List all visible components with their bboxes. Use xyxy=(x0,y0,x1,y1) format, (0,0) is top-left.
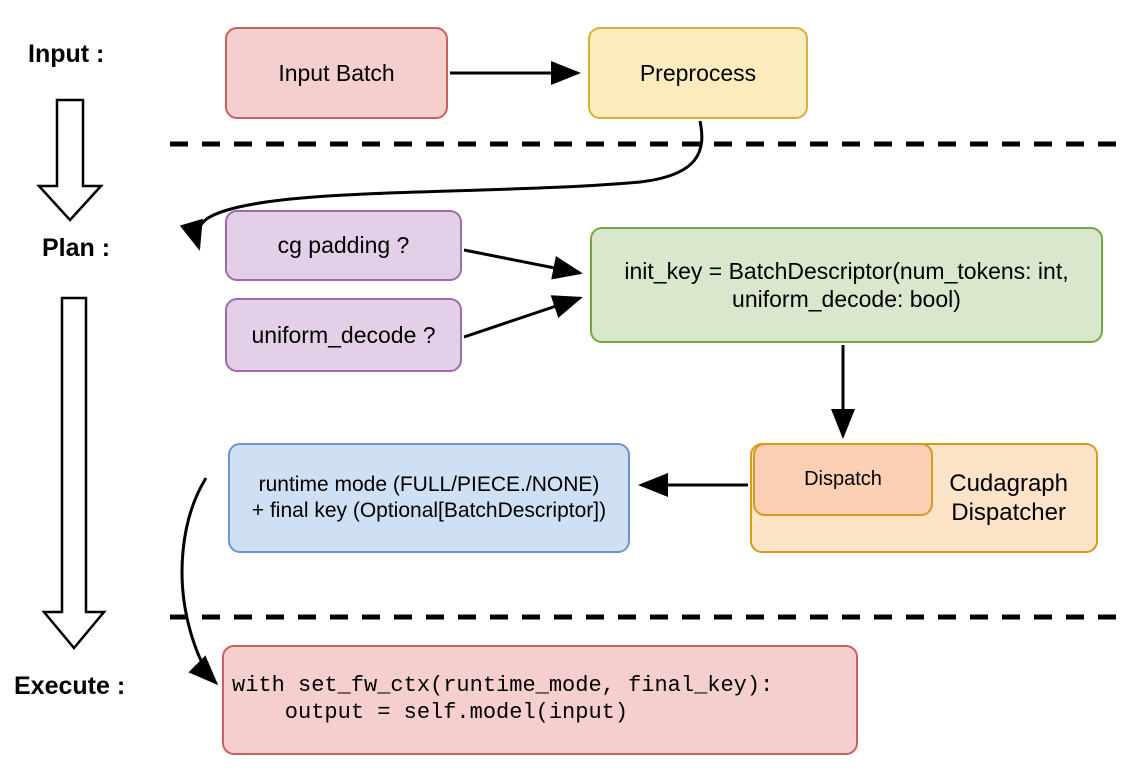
edge-runtime-mode-to-code-block xyxy=(180,477,219,686)
node-uniform-decode[interactable]: uniform_decode ? xyxy=(225,298,462,372)
node-cudagraph-dispatcher-text: Cudagraph Dispatcher xyxy=(949,469,1068,528)
node-code-block[interactable]: with set_fw_ctx(runtime_mode, final_key)… xyxy=(222,645,858,755)
node-dispatch-label: Dispatch xyxy=(804,468,882,491)
node-preprocess-label: Preprocess xyxy=(639,59,757,86)
node-code-block-line2: output = self.model(input) xyxy=(232,700,629,725)
node-cg-padding[interactable]: cg padding ? xyxy=(225,210,462,281)
node-input-batch-label: Input Batch xyxy=(278,59,395,86)
node-code-block-line1: with set_fw_ctx(runtime_mode, final_key)… xyxy=(232,673,774,699)
node-preprocess[interactable]: Preprocess xyxy=(588,27,808,119)
node-init-key-line1: init_key = BatchDescriptor(num_tokens: i… xyxy=(624,257,1069,284)
stage-label-plan: Plan : xyxy=(42,234,111,262)
stage-label-execute: Execute : xyxy=(14,672,126,700)
stage-arrow-plan-to-execute xyxy=(41,296,107,650)
node-init-key[interactable]: init_key = BatchDescriptor(num_tokens: i… xyxy=(590,227,1103,343)
node-runtime-mode-text: runtime mode (FULL/PIECE./NONE) + final … xyxy=(252,472,606,523)
node-runtime-mode-line2: + final key (Optional[BatchDescriptor]) xyxy=(251,499,607,522)
node-init-key-line2: uniform_decode: bool) xyxy=(732,286,961,312)
node-dispatch[interactable]: Dispatch xyxy=(753,443,933,516)
node-runtime-mode-line1: runtime mode (FULL/PIECE./NONE) xyxy=(258,473,600,497)
node-input-batch[interactable]: Input Batch xyxy=(225,27,448,119)
edge-cg-padding-to-init-key xyxy=(463,248,583,280)
edge-uniform-decode-to-init-key xyxy=(463,295,583,339)
node-cudagraph-dispatcher-line2: Dispatcher xyxy=(951,499,1066,526)
node-uniform-decode-label: uniform_decode ? xyxy=(251,321,436,348)
node-cudagraph-dispatcher-line1: Cudagraph xyxy=(949,469,1068,497)
stage-label-input: Input : xyxy=(28,40,105,68)
node-code-block-text: with set_fw_ctx(runtime_mode, final_key)… xyxy=(232,673,773,727)
node-runtime-mode[interactable]: runtime mode (FULL/PIECE./NONE) + final … xyxy=(228,443,630,553)
stage-arrow-input-to-plan xyxy=(36,98,104,222)
node-cg-padding-label: cg padding ? xyxy=(277,232,410,259)
node-init-key-text: init_key = BatchDescriptor(num_tokens: i… xyxy=(624,257,1068,313)
